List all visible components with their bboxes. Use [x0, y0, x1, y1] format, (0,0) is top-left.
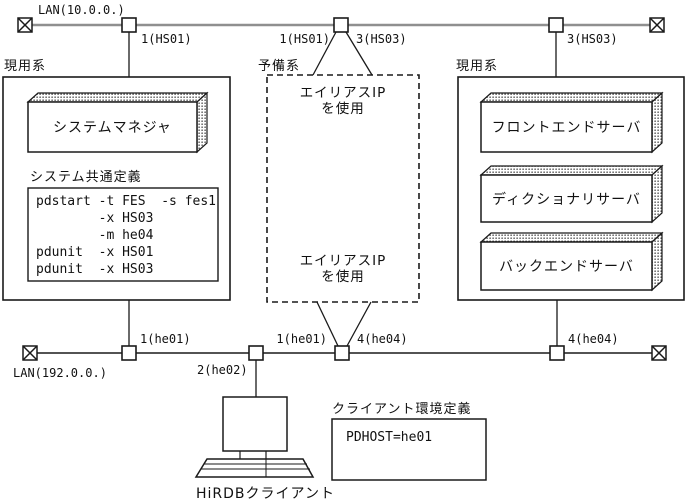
port-label-hs03-mid: 3(HS03) — [356, 32, 407, 46]
port-label-he04-mid: 4(he04) — [357, 332, 408, 346]
client-env-definition-box — [331, 418, 487, 481]
lan-terminator-top-left-icon — [17, 17, 33, 33]
connector-he02-client — [248, 345, 264, 361]
alias-ip-note-bottom: エイリアスIP を使用 — [299, 253, 387, 285]
connector-hs01-top-left — [121, 17, 137, 33]
port-label-hs03-right: 3(HS03) — [567, 32, 618, 46]
client-env-definition-title: クライアント環境定義 — [332, 402, 472, 417]
lan-terminator-top-right-icon — [649, 17, 665, 33]
port-label-he02-client: 2(he02) — [197, 363, 248, 377]
lan-connectors — [121, 17, 565, 361]
system-definition-code: pdstart -t FES -s fes1 -x HS03 -m he04 p… — [36, 194, 217, 277]
connector-he01-bottom-left — [121, 345, 137, 361]
lan-bottom-label: LAN(192.0.0.) — [13, 366, 107, 380]
front-end-server-3d-box — [479, 91, 664, 154]
active-right-role-label: 現用系 — [456, 59, 499, 74]
port-label-hs01-mid: 1(HS01) — [279, 32, 330, 46]
lan-terminator-bottom-left-icon — [22, 345, 38, 361]
port-label-he01-left: 1(he01) — [140, 332, 191, 346]
system-manager-label: システムマネジャ — [53, 120, 172, 136]
dictionary-server-3d-box — [479, 164, 664, 224]
active-unit-left-box — [2, 76, 231, 301]
standby-role-label: 予備系 — [258, 59, 301, 74]
connector-he04-bottom-right — [549, 345, 565, 361]
system-definition-code-box — [27, 187, 219, 282]
system-manager-3d-box — [26, 91, 209, 154]
lan-top-label: LAN(10.0.0.) — [38, 3, 125, 17]
connector-hs03-top-right — [548, 17, 564, 33]
standby-unit-dashed-box — [266, 74, 420, 303]
connection-lines — [128, 31, 558, 397]
port-label-hs01-left: 1(HS01) — [141, 32, 192, 46]
dictionary-server-label: ディクショナリサーバ — [492, 191, 641, 208]
port-label-he01-mid: 1(he01) — [276, 332, 327, 346]
hirdb-client-icon — [194, 396, 315, 478]
connector-hs01-hs03-top-mid — [333, 17, 349, 33]
hirdb-client-label: HiRDBクライアント — [196, 486, 335, 502]
active-left-role-label: 現用系 — [4, 59, 47, 74]
back-end-server-3d-box — [479, 231, 664, 292]
front-end-server-label: フロントエンドサーバ — [491, 120, 642, 136]
port-label-he04-right: 4(he04) — [568, 332, 619, 346]
alias-ip-note-top: エイリアスIP を使用 — [299, 85, 387, 117]
active-unit-right-box — [457, 76, 685, 301]
connector-he01-he04-bottom-mid — [334, 345, 350, 361]
back-end-server-label: バックエンドサーバ — [499, 259, 634, 275]
client-env-definition-code: PDHOST=he01 — [346, 430, 433, 445]
system-definition-title: システム共通定義 — [30, 170, 142, 185]
lan-terminator-bottom-right-icon — [651, 345, 667, 361]
